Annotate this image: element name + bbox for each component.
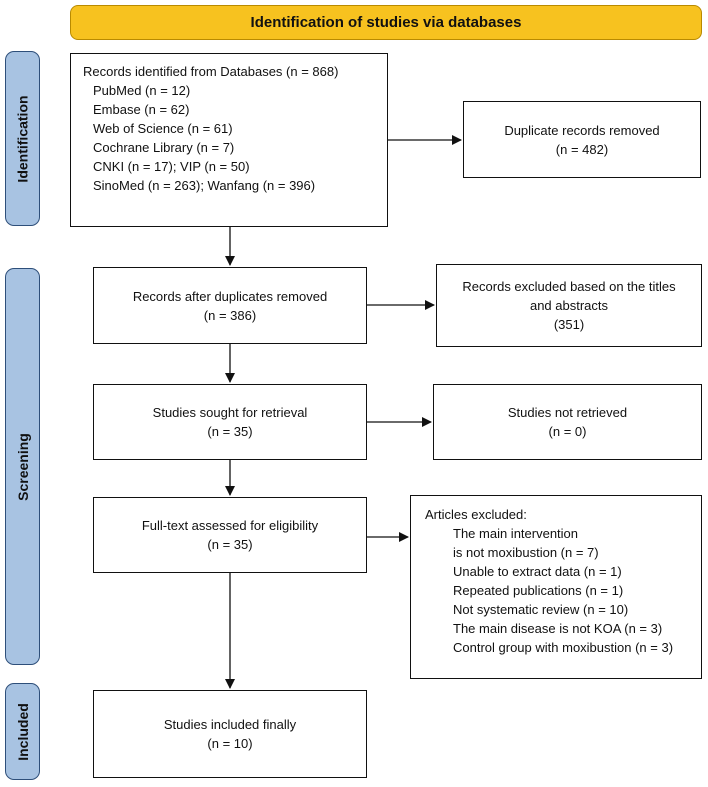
source-item: SinoMed (n = 263); Wanfang (n = 396) [93, 178, 316, 193]
excluded-titles-count: (351) [553, 317, 585, 332]
not-retrieved-count: (n = 0) [548, 424, 587, 439]
not-retrieved-box: Studies not retrieved (n = 0) [433, 384, 702, 460]
excluded-titles-label: Records excluded based on the titles [462, 279, 676, 294]
sought-retrieval-count: (n = 35) [207, 424, 253, 439]
articles-excluded-title: Articles excluded: [425, 507, 527, 522]
excluded-titles-label-cont: and abstracts [529, 298, 609, 313]
duplicates-removed-label: Duplicate records removed [504, 122, 660, 138]
source-item: PubMed (n = 12) [93, 83, 191, 98]
exclusion-reason: Unable to extract data (n = 1) [453, 564, 622, 579]
records-identified-box: Records identified from Databases (n = 8… [70, 53, 388, 227]
banner-title: Identification of studies via databases [250, 14, 522, 31]
fulltext-assessed-label: Full-text assessed for eligibility [141, 518, 319, 533]
phase-screening: Screening [5, 268, 40, 665]
phase-identification: Identification [5, 51, 40, 226]
included-finally-box: Studies included finally (n = 10) [93, 690, 367, 778]
sought-retrieval-label: Studies sought for retrieval [152, 405, 308, 420]
exclusion-reason: Control group with moxibustion (n = 3) [453, 640, 674, 655]
included-finally-count: (n = 10) [207, 736, 253, 751]
fulltext-assessed-count: (n = 35) [207, 537, 253, 552]
sought-retrieval-box: Studies sought for retrieval (n = 35) [93, 384, 367, 460]
after-duplicates-label: Records after duplicates removed [132, 288, 328, 304]
not-retrieved-label: Studies not retrieved [507, 405, 628, 420]
source-item: Embase (n = 62) [93, 102, 190, 117]
excluded-titles-box: Records excluded based on the titles and… [436, 264, 702, 347]
after-duplicates-count: (n = 386) [203, 307, 257, 323]
exclusion-reason: The main disease is not KOA (n = 3) [453, 621, 663, 636]
exclusion-reason: is not moxibustion (n = 7) [453, 545, 599, 560]
duplicates-removed-box: Duplicate records removed (n = 482) [463, 101, 701, 178]
phase-included: Included [5, 683, 40, 780]
records-identified-title: Records identified from Databases (n = 8… [83, 64, 339, 79]
exclusion-reason: The main intervention [453, 526, 579, 541]
exclusion-reason: Repeated publications (n = 1) [453, 583, 624, 598]
fulltext-assessed-box: Full-text assessed for eligibility (n = … [93, 497, 367, 573]
identification-banner: Identification of studies via databases [70, 5, 702, 40]
included-finally-label: Studies included finally [163, 717, 297, 732]
after-duplicates-box: Records after duplicates removed (n = 38… [93, 267, 367, 344]
source-item: Cochrane Library (n = 7) [93, 140, 235, 155]
exclusion-reason: Not systematic review (n = 10) [453, 602, 629, 617]
articles-excluded-box: Articles excluded: The main intervention… [410, 495, 702, 679]
source-item: Web of Science (n = 61) [93, 121, 233, 136]
source-item: CNKI (n = 17); VIP (n = 50) [93, 159, 250, 174]
duplicates-removed-count: (n = 482) [555, 141, 609, 157]
